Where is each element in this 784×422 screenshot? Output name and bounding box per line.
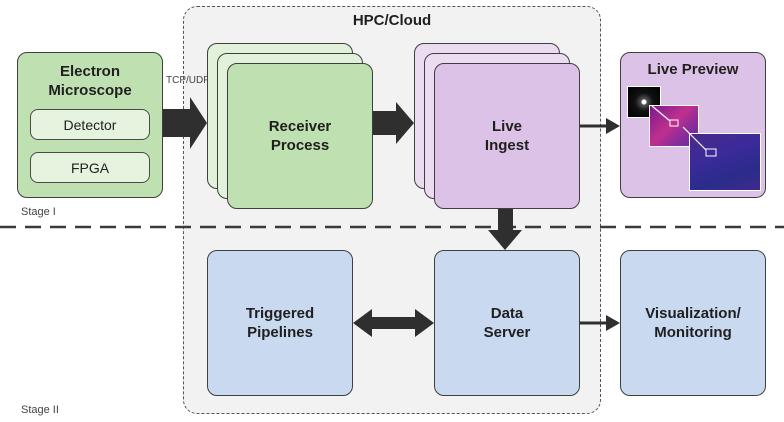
- tcp-udp-label: TCP/UDP: [166, 75, 210, 86]
- triggered-pipelines-box: Triggered Pipelines: [207, 250, 353, 396]
- data-server-box: Data Server: [434, 250, 580, 396]
- ingest-to-dataserver-arrow: [488, 209, 522, 250]
- stage-ii-label: Stage II: [21, 404, 59, 416]
- dataserver-to-visualization-arrow: [606, 315, 620, 331]
- microscope-to-receiver-arrow: [163, 97, 207, 149]
- electron-microscope-title: Electron Microscope: [48, 63, 132, 99]
- fpga-box: FPGA: [30, 152, 150, 183]
- receiver-to-ingest-arrow: [373, 102, 414, 144]
- pipelines-dataserver-bidirectional-arrow: [353, 309, 434, 337]
- hpc-cloud-title: HPC/Cloud: [352, 12, 432, 29]
- visualization-monitoring-box: Visualization/ Monitoring: [620, 250, 766, 396]
- preview-image-large: [689, 133, 761, 191]
- stage-i-label: Stage I: [21, 206, 56, 218]
- detector-box: Detector: [30, 109, 150, 140]
- live-preview-title: Live Preview: [647, 61, 739, 78]
- ingest-to-preview-arrow: [606, 118, 620, 134]
- live-ingest-box: Live Ingest: [434, 63, 580, 209]
- receiver-process-box: Receiver Process: [227, 63, 373, 209]
